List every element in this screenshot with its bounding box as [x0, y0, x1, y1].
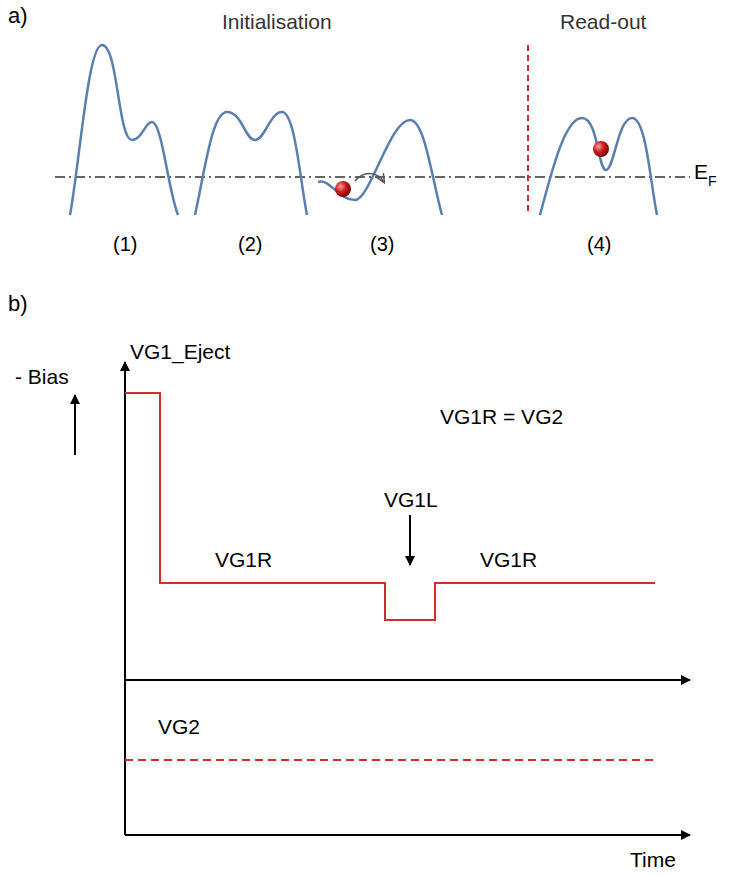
signal-name: VG1R = VG2: [440, 405, 563, 428]
potential-2: [195, 112, 307, 215]
panel-letter: a): [8, 4, 28, 28]
y-axis: [124, 362, 126, 835]
signal-name: VG1L: [384, 488, 438, 511]
vg1-waveform: [125, 393, 655, 620]
stage-number: (2): [238, 233, 262, 255]
time-axis: [125, 834, 690, 836]
fermi-subscript: F: [708, 174, 717, 189]
fermi-symbol: E: [694, 160, 708, 183]
axis-label: - Bias: [15, 365, 69, 388]
signal-name: VG1R: [215, 548, 272, 571]
vg2-waveform: [125, 759, 655, 761]
pointer-arrow: [409, 515, 411, 565]
electron: [593, 141, 609, 157]
phase-title: Read-out: [560, 10, 646, 33]
stage-number: (3): [370, 233, 394, 255]
phase-title: Initialisation: [222, 10, 332, 33]
tunnel-arrow: [355, 174, 384, 182]
potential-profiles: [70, 45, 657, 215]
panel-letter: b): [8, 292, 28, 316]
signal-name: VG1_Eject: [130, 340, 230, 363]
phase-separator: [527, 45, 529, 215]
potential-4: [540, 118, 657, 215]
potential-3: [318, 120, 442, 215]
axis-label: Time: [630, 848, 676, 871]
stage-number: (1): [113, 233, 137, 255]
signal-name: VG2: [158, 715, 200, 738]
potential-1: [70, 45, 178, 215]
stage-number: (4): [587, 233, 611, 255]
electron: [335, 181, 351, 197]
bias-arrow: [74, 395, 76, 455]
time-axis: [125, 679, 690, 681]
signal-name: VG1R: [480, 548, 537, 571]
